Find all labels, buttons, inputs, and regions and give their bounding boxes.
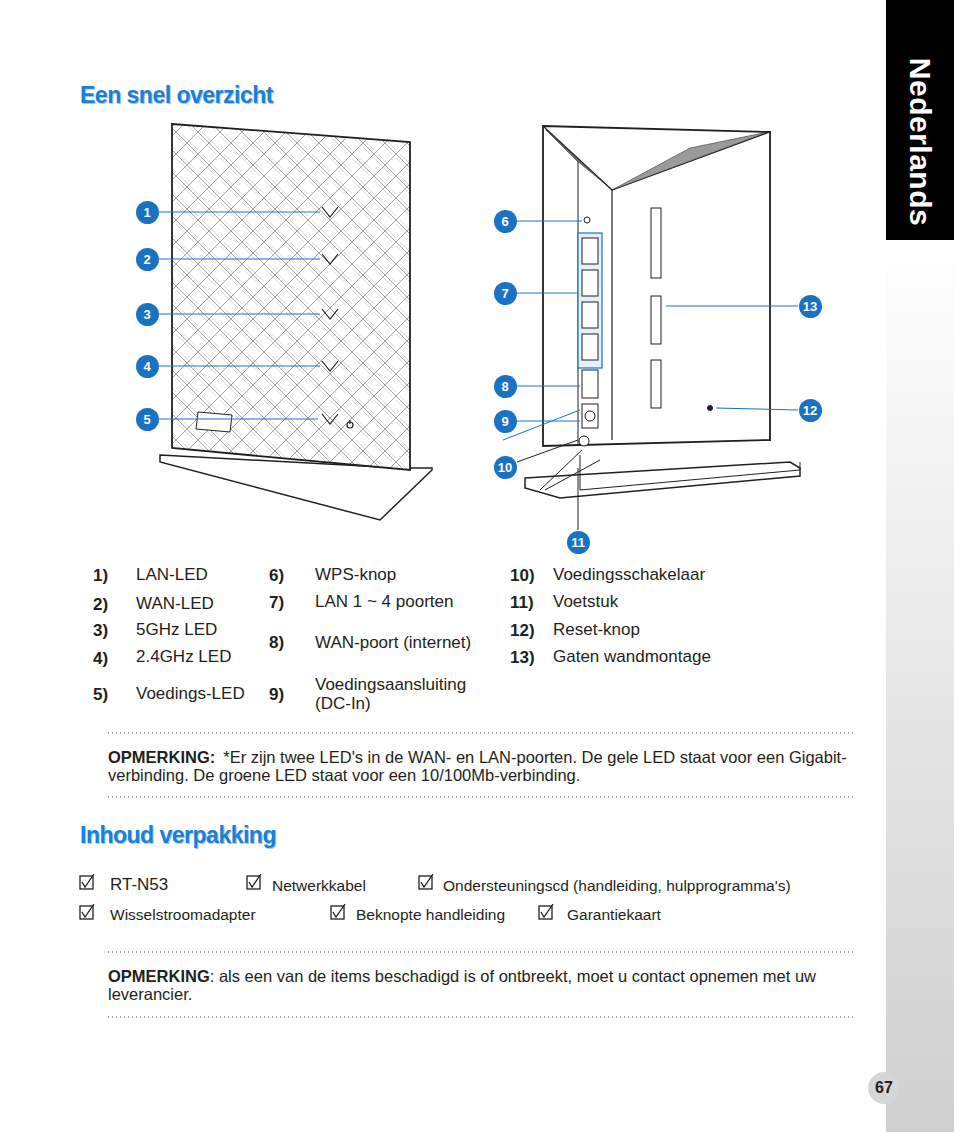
- callout-number: 2: [136, 248, 159, 271]
- item-text: WAN-LED: [136, 594, 266, 613]
- callout-text: 12: [803, 403, 817, 418]
- item-number: 13): [510, 648, 544, 667]
- callout-number: 4: [136, 355, 159, 378]
- language-tab: Nederlands: [886, 0, 954, 240]
- item-text: WPS-knop: [315, 565, 500, 584]
- item-text: Reset-knop: [553, 620, 753, 639]
- side-strip: [886, 240, 954, 1132]
- item-number: 7): [269, 593, 293, 612]
- callout-text: 9: [501, 414, 508, 429]
- language-label: Nederlands: [903, 58, 937, 226]
- item-number: 2): [93, 595, 115, 614]
- callout-text: 3: [143, 307, 150, 322]
- callout-number: 6: [494, 210, 517, 233]
- callout-number: 8: [494, 375, 517, 398]
- package-item: Beknopte handleiding: [356, 906, 505, 924]
- item-number: 9): [269, 685, 293, 704]
- callout-text: 8: [501, 379, 508, 394]
- item-number: 1): [93, 566, 115, 585]
- item-text: LAN 1 ~ 4 poorten: [315, 592, 500, 611]
- callout-number: 13: [799, 295, 822, 318]
- item-text: WAN-poort (internet): [315, 633, 500, 652]
- item-text: Voedingsschakelaar: [553, 565, 753, 584]
- item-text: 5GHz LED: [136, 620, 266, 639]
- callout-text: 10: [498, 460, 512, 475]
- item-number: 4): [93, 649, 115, 668]
- callout-number: 1: [136, 201, 159, 224]
- item-number: 8): [269, 633, 293, 652]
- note-text: *Er zijn twee LED's in de WAN- en LAN-po…: [108, 748, 847, 784]
- callout-text: 4: [143, 359, 150, 374]
- callout-number: 3: [136, 303, 159, 326]
- section-heading: Een snel overzicht: [80, 82, 273, 108]
- note-label: OPMERKING:: [108, 748, 215, 766]
- package-item: Netwerkkabel: [272, 877, 366, 895]
- item-text: LAN-LED: [136, 565, 266, 584]
- item-number: 3): [93, 621, 115, 640]
- note-text: : als een van de items beschadigd is of …: [108, 967, 816, 1003]
- package-item: RT-N53: [110, 875, 168, 894]
- note-label: OPMERKING: [108, 967, 210, 985]
- callout-text: 5: [143, 412, 150, 427]
- callout-number: 5: [136, 408, 159, 431]
- item-number: 11): [510, 593, 544, 612]
- dotted-rules: [108, 733, 856, 1017]
- callout-text: 2: [143, 252, 150, 267]
- section-heading: Inhoud verpakking: [80, 822, 276, 848]
- item-text: Voedings-LED: [136, 684, 266, 703]
- callout-text: 1: [143, 205, 150, 220]
- front-router: [160, 110, 432, 520]
- note-paragraph: OPMERKING:*Er zijn twee LED's in de WAN-…: [108, 748, 860, 784]
- page-number-text: 67: [875, 1079, 893, 1097]
- callout-number: 10: [494, 456, 517, 479]
- item-number: 6): [269, 566, 293, 585]
- package-item: Ondersteuningscd (handleiding, hulpprogr…: [443, 877, 791, 895]
- callout-text: 13: [803, 299, 817, 314]
- callout-number: 7: [494, 282, 517, 305]
- item-text: 2.4GHz LED: [136, 647, 266, 666]
- package-item: Garantiekaart: [567, 906, 661, 924]
- callout-number: 11: [567, 531, 590, 554]
- callout-number: 12: [799, 399, 822, 422]
- package-item: Wisselstroomadapter: [110, 906, 256, 924]
- callout-text: 6: [501, 214, 508, 229]
- callout-text: 7: [501, 286, 508, 301]
- page-number: 67: [868, 1072, 900, 1104]
- callout-text: 11: [571, 535, 585, 550]
- base-leaders: [517, 440, 600, 530]
- note-paragraph: OPMERKING: als een van de items beschadi…: [108, 967, 860, 1003]
- leader-lines-right: [666, 306, 798, 410]
- callout-number: 9: [494, 410, 517, 433]
- item-number: 10): [510, 566, 544, 585]
- back-router: [525, 126, 800, 498]
- item-text: Gaten wandmontage: [553, 647, 753, 666]
- leader-lines: [159, 212, 582, 440]
- item-text: Voetstuk: [553, 592, 753, 611]
- item-number: 5): [93, 685, 115, 704]
- item-text: Voedingsaansluiting (DC-In): [315, 675, 500, 713]
- item-number: 12): [510, 621, 544, 640]
